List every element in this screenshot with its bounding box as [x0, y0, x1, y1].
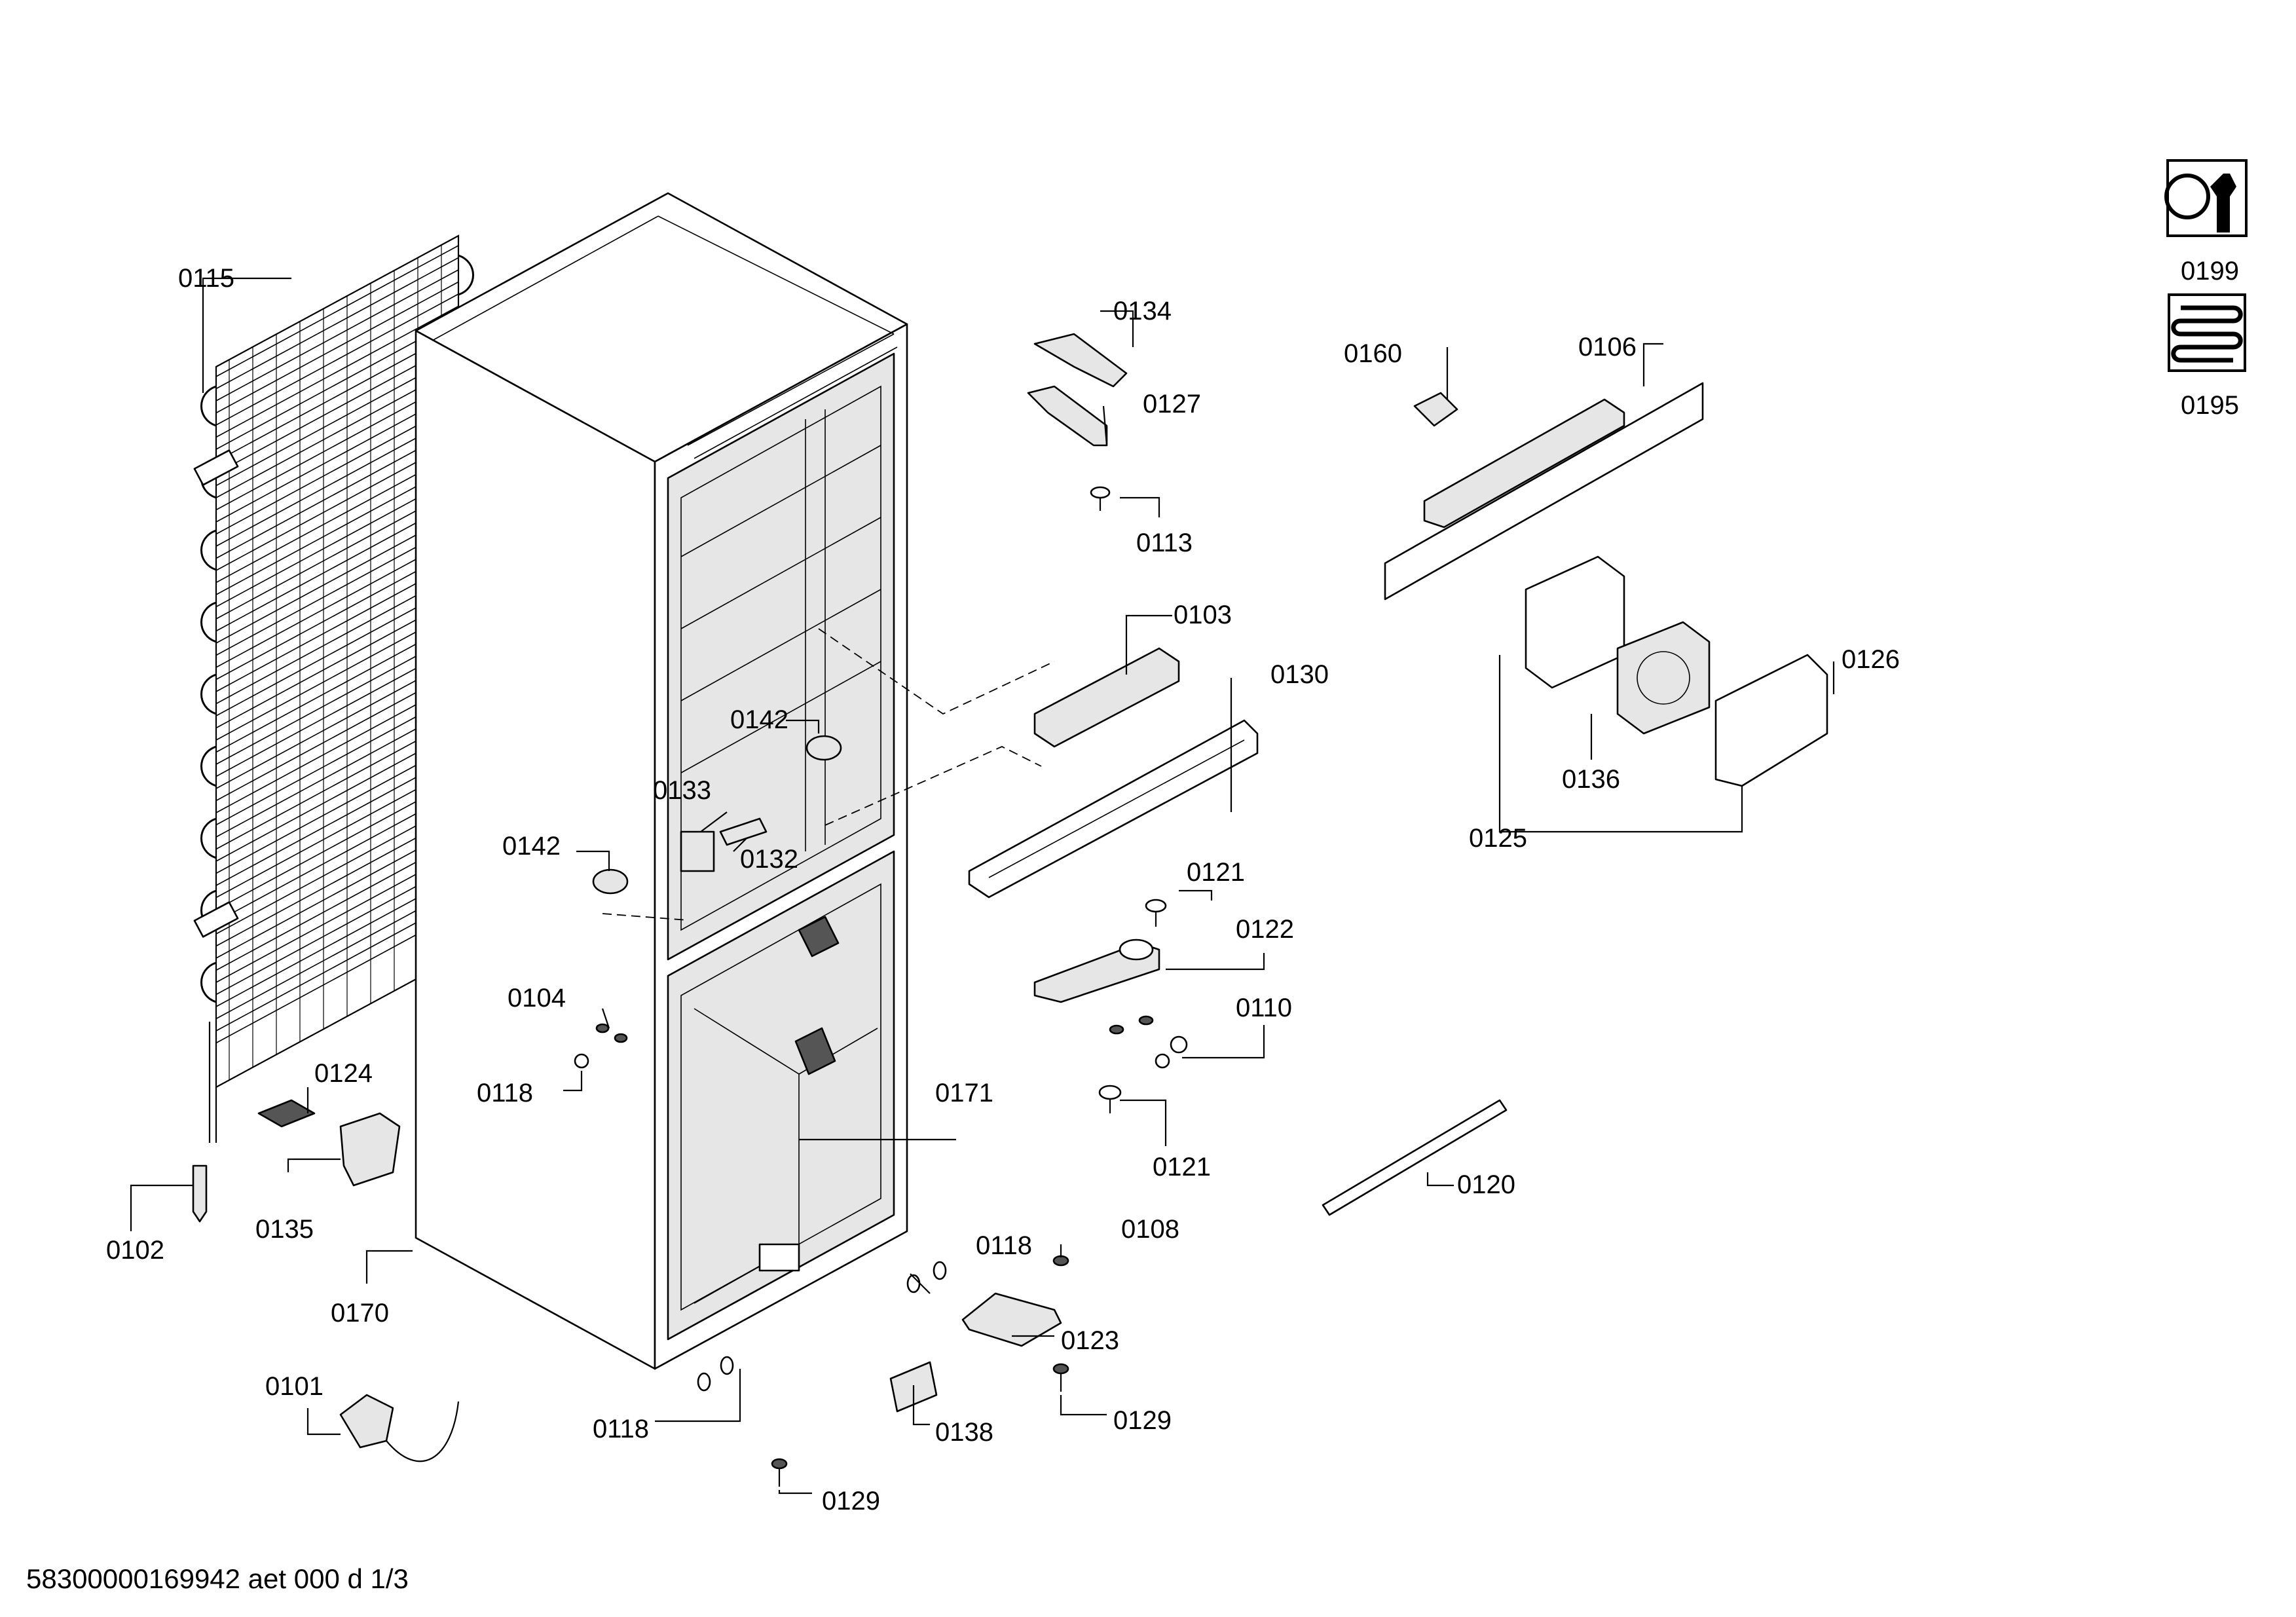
label-0123: 0123: [1061, 1326, 1119, 1355]
part-0118-c: [906, 1261, 947, 1293]
part-0136: [1616, 621, 1711, 735]
label-0106: 0106: [1578, 333, 1637, 362]
part-0133: [680, 830, 715, 872]
part-0127: [1027, 385, 1108, 447]
label-0160: 0160: [1344, 339, 1402, 368]
label-0127: 0127: [1143, 390, 1201, 418]
label-0133: 0133: [653, 776, 711, 805]
label-0134: 0134: [1113, 297, 1172, 325]
coil-icon: [2168, 293, 2246, 372]
label-0142-b: 0142: [502, 832, 561, 861]
label-0110: 0110: [1236, 994, 1292, 1022]
part-0118-a: [574, 1053, 589, 1069]
part-0130: [968, 719, 1259, 899]
label-0103: 0103: [1174, 601, 1232, 629]
label-0101: 0101: [265, 1372, 324, 1401]
service-wrench-icon: [2164, 159, 2248, 237]
label-0195: 0195: [2181, 391, 2239, 420]
callout-labels: 0115 0134 0127 0113 0103 0130 0142 0133 …: [106, 257, 2239, 1515]
label-0113: 0113: [1136, 529, 1193, 557]
label-0118-b: 0118: [593, 1415, 649, 1443]
label-0104: 0104: [508, 984, 566, 1013]
label-0125: 0125: [1469, 824, 1527, 853]
part-0108: [1052, 1255, 1069, 1267]
part-0125: [1525, 555, 1625, 689]
part-0142-a: [805, 735, 842, 761]
part-0121-a: [1145, 899, 1167, 927]
part-0101: [339, 1394, 460, 1462]
part-0102: [192, 1164, 208, 1223]
label-0120: 0120: [1457, 1170, 1515, 1199]
part-0160: [1413, 392, 1458, 427]
part-0106: [1384, 382, 1704, 601]
label-0121-a: 0121: [1187, 858, 1245, 887]
part-0120: [1322, 1099, 1508, 1216]
label-0142-a: 0142: [730, 705, 788, 734]
part-0118-b: [697, 1356, 734, 1392]
document-footer-id: 58300000169942 aet 000 d 1/3: [26, 1563, 409, 1594]
part-0134: [1033, 333, 1128, 388]
part-0104: [595, 1023, 628, 1043]
label-0118-a: 0118: [477, 1079, 533, 1107]
label-0115: 0115: [178, 264, 234, 293]
label-0129-a: 0129: [822, 1487, 880, 1515]
part-0132: [719, 817, 768, 846]
part-0103: [1033, 647, 1180, 748]
label-0135: 0135: [255, 1215, 314, 1244]
label-0136: 0136: [1562, 765, 1620, 794]
leader-lines: [130, 277, 1835, 1495]
part-0142-b: [592, 868, 629, 895]
label-0122: 0122: [1236, 915, 1294, 944]
label-0199: 0199: [2181, 257, 2239, 286]
label-0121-b: 0121: [1153, 1153, 1211, 1181]
part-0123: [961, 1292, 1062, 1347]
part-0129-a: [771, 1458, 788, 1487]
label-0108: 0108: [1121, 1215, 1179, 1244]
label-0170: 0170: [331, 1299, 389, 1328]
label-0171: 0171: [935, 1079, 993, 1107]
part-0135: [339, 1112, 401, 1187]
fridge-cabinet: [415, 192, 908, 1370]
part-0113: [1090, 486, 1111, 511]
label-0129-b: 0129: [1113, 1406, 1172, 1435]
label-0132: 0132: [740, 845, 798, 874]
part-0126: [1714, 654, 1828, 787]
part-0129-b: [1052, 1363, 1069, 1392]
part-0121-b: [1098, 1085, 1122, 1113]
part-0124: [257, 1099, 316, 1128]
part-0110: [1109, 1015, 1188, 1069]
label-0102: 0102: [106, 1236, 164, 1265]
label-0130: 0130: [1270, 660, 1329, 689]
label-0124: 0124: [314, 1059, 373, 1088]
label-0138: 0138: [935, 1418, 993, 1447]
label-0126: 0126: [1842, 645, 1900, 674]
label-0118-c: 0118: [976, 1231, 1032, 1260]
